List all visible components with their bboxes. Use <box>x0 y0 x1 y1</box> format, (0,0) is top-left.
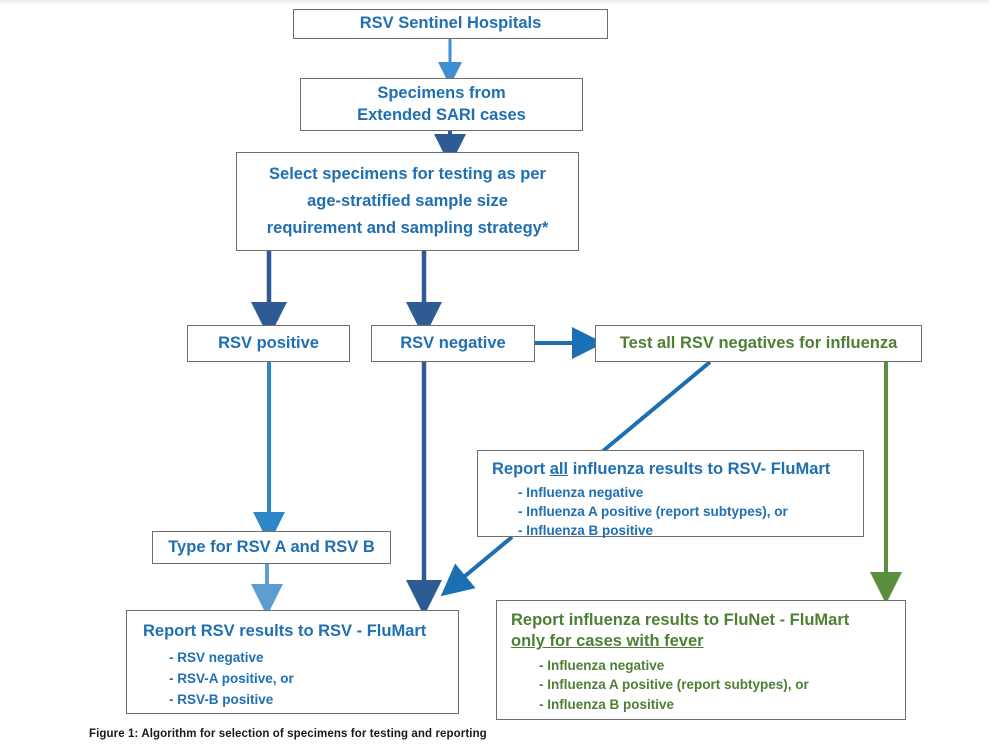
node-report-rsv-results-header: Report RSV results to RSV - FluMart <box>143 622 427 640</box>
header-text-pre: Report <box>492 460 550 478</box>
node-rsv-positive[interactable]: RSV positive <box>187 325 350 362</box>
node-select-specimens-label: Select specimens for testing as per age-… <box>266 165 549 237</box>
node-specimens-sari-label: Specimens from Extended SARI cases <box>357 83 526 124</box>
node-sentinel-hospitals[interactable]: RSV Sentinel Hospitals <box>293 9 608 39</box>
list-item: - Influenza B positive <box>539 696 675 712</box>
header-line-2-underlined: only for cases with fever <box>511 632 704 651</box>
node-rsv-negative-label: RSV negative <box>400 333 506 352</box>
node-type-rsv-label: Type for RSV A and RSV B <box>168 537 375 556</box>
header-line-1: Report influenza results to FluNet - Flu… <box>511 611 850 629</box>
node-report-influenza-flunet-bullets: - Influenza negative - Influenza A posit… <box>497 656 809 713</box>
node-report-influenza-rsvflumart[interactable]: Report all influenza results to RSV- Flu… <box>477 450 864 540</box>
node-test-all-rsv-negatives[interactable]: Test all RSV negatives for influenza <box>595 325 922 362</box>
node-rsv-positive-label: RSV positive <box>218 333 319 352</box>
node-rsv-negative[interactable]: RSV negative <box>371 325 535 362</box>
edge-test-influenza-to-report-flu <box>601 360 712 453</box>
list-item: - Influenza negative <box>518 485 644 501</box>
node-report-influenza-flunet[interactable]: Report influenza results to FluNet - Flu… <box>496 600 906 720</box>
top-edge-strip <box>0 0 989 5</box>
list-item: - RSV-B positive <box>169 691 274 707</box>
node-test-all-rsv-negatives-label: Test all RSV negatives for influenza <box>619 333 898 352</box>
list-item: - Influenza A positive (report subtypes)… <box>539 677 809 693</box>
header-text-post: influenza results to RSV- FluMart <box>568 460 831 478</box>
edge-report-flu-to-report-rsv <box>440 535 514 597</box>
header-text-underlined: all <box>549 460 569 478</box>
list-item: - RSV negative <box>169 650 264 666</box>
list-item: - Influenza B positive <box>518 523 654 539</box>
node-report-rsv-results-bullets: - RSV negative - RSV-A positive, or - RS… <box>127 648 294 711</box>
node-specimens-sari[interactable]: Specimens from Extended SARI cases <box>300 78 583 131</box>
node-report-influenza-rsvflumart-bullets: - Influenza negative - Influenza A posit… <box>478 483 788 540</box>
node-report-influenza-rsvflumart-header: Report all influenza results to RSV- Flu… <box>478 459 830 480</box>
node-report-rsv-results[interactable]: Report RSV results to RSV - FluMart - RS… <box>126 610 459 714</box>
list-item: - Influenza negative <box>539 658 665 674</box>
figure-caption: Figure 1: Algorithm for selection of spe… <box>89 728 487 740</box>
node-type-rsv[interactable]: Type for RSV A and RSV B <box>152 531 391 564</box>
node-select-specimens[interactable]: Select specimens for testing as per age-… <box>236 152 579 251</box>
node-sentinel-hospitals-label: RSV Sentinel Hospitals <box>359 14 542 33</box>
list-item: - Influenza A positive (report subtypes)… <box>518 504 788 520</box>
node-report-influenza-flunet-header: Report influenza results to FluNet - Flu… <box>497 610 849 652</box>
list-item: - RSV-A positive, or <box>169 671 294 687</box>
